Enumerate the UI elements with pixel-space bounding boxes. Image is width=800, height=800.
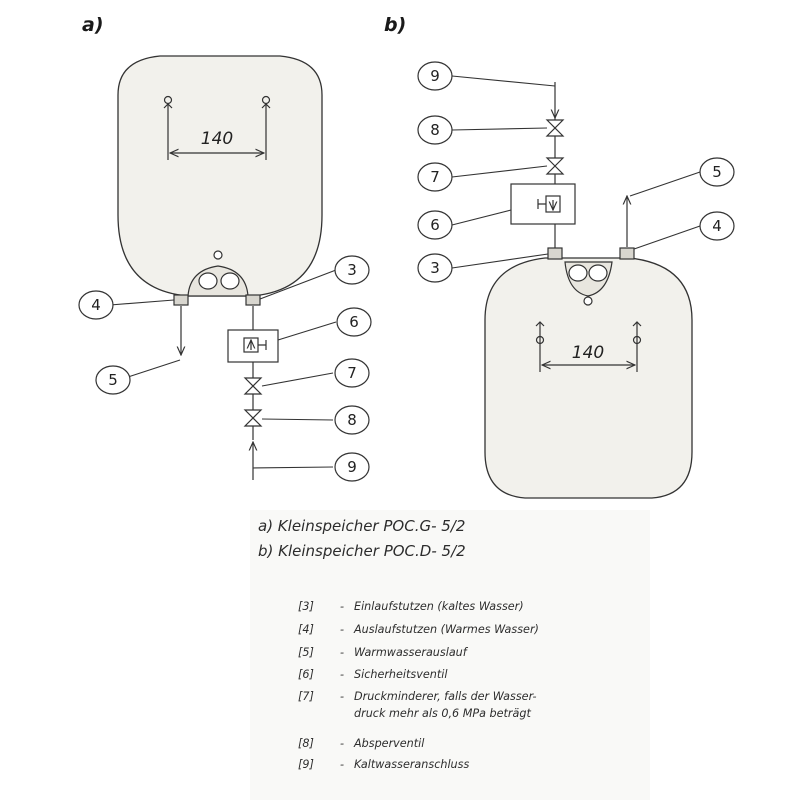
legend-text: Druckminderer, falls der Wasser-	[354, 690, 537, 703]
callout-b-5	[699, 157, 735, 187]
callout-b-3	[417, 253, 453, 283]
callout-a-8	[334, 405, 370, 435]
legend-text-continued: druck mehr als 0,6 MPa beträgt	[354, 707, 531, 720]
dimension-a-text: 140	[201, 129, 233, 149]
callout-b-6-text: 6	[430, 216, 440, 234]
legend-code: [7]	[298, 690, 314, 703]
legend-code: [3]	[298, 600, 314, 613]
dimension-b-text: 140	[572, 343, 604, 363]
callout-leaders-b	[451, 75, 701, 269]
legend-dash: -	[340, 623, 345, 636]
legend-code: [4]	[298, 623, 314, 636]
callout-a-7-text: 7	[347, 364, 357, 382]
caption-a: a) Kleinspeicher POC.G- 5/2	[258, 517, 466, 535]
control-knob-a	[187, 250, 249, 297]
panel-a-label: a)	[82, 14, 104, 36]
callout-a-6	[336, 307, 372, 337]
tank-a	[117, 55, 323, 297]
callout-b-8-text: 8	[430, 121, 440, 139]
callout-a-4	[78, 290, 114, 320]
legend-code: [6]	[298, 668, 314, 681]
callout-a-8-text: 8	[347, 411, 357, 429]
panel-b-label: b)	[384, 14, 407, 36]
callout-b-7	[417, 162, 453, 192]
callout-a-3	[334, 255, 370, 285]
callout-b-4-text: 4	[712, 217, 722, 235]
callout-b-4	[699, 211, 735, 241]
callout-b-7-text: 7	[430, 168, 440, 186]
legend-dash: -	[340, 600, 345, 613]
callout-a-3-text: 3	[347, 261, 357, 279]
tank-b	[484, 257, 693, 499]
callout-a-5	[95, 365, 131, 395]
mounting-hooks-a	[163, 95, 271, 126]
callout-b-3-text: 3	[430, 259, 440, 277]
dimension-line-b	[539, 340, 638, 372]
callout-b-9	[417, 61, 453, 91]
legend-text: Warmwasserauslauf	[354, 646, 467, 659]
legend-text: Sicherheitsventil	[354, 668, 448, 681]
legend-text: Absperventil	[354, 737, 425, 750]
callout-leaders-a	[109, 269, 337, 469]
callout-a-4-text: 4	[91, 296, 101, 314]
callout-a-7	[334, 358, 370, 388]
callout-b-8	[417, 115, 453, 145]
callout-a-9	[334, 452, 370, 482]
legend-dash: -	[340, 737, 345, 750]
callout-b-5-text: 5	[712, 163, 722, 181]
caption-b: b) Kleinspeicher POC.D- 5/2	[258, 542, 466, 560]
control-knob-b	[564, 261, 613, 306]
legend-code: [9]	[298, 758, 314, 771]
legend-text: Kaltwasseranschluss	[354, 758, 470, 771]
legend-dash: -	[340, 758, 345, 771]
callout-a-5-text: 5	[108, 371, 118, 389]
dimension-line-a	[167, 126, 267, 160]
callout-a-9-text: 9	[347, 458, 357, 476]
callout-b-6	[417, 210, 453, 240]
legend-dash: -	[340, 668, 345, 681]
inlet-line-a	[227, 306, 279, 480]
legend-background	[250, 510, 650, 800]
legend-text: Einlaufstutzen (kaltes Wasser)	[354, 600, 524, 613]
legend-code: [8]	[298, 737, 314, 750]
legend-dash: -	[340, 690, 345, 703]
callout-b-9-text: 9	[430, 67, 440, 85]
legend-text: Auslaufstutzen (Warmes Wasser)	[354, 623, 539, 636]
inlet-line-b	[510, 82, 576, 248]
legend-code: [5]	[298, 646, 314, 659]
legend-dash: -	[340, 646, 345, 659]
callout-a-6-text: 6	[349, 313, 359, 331]
